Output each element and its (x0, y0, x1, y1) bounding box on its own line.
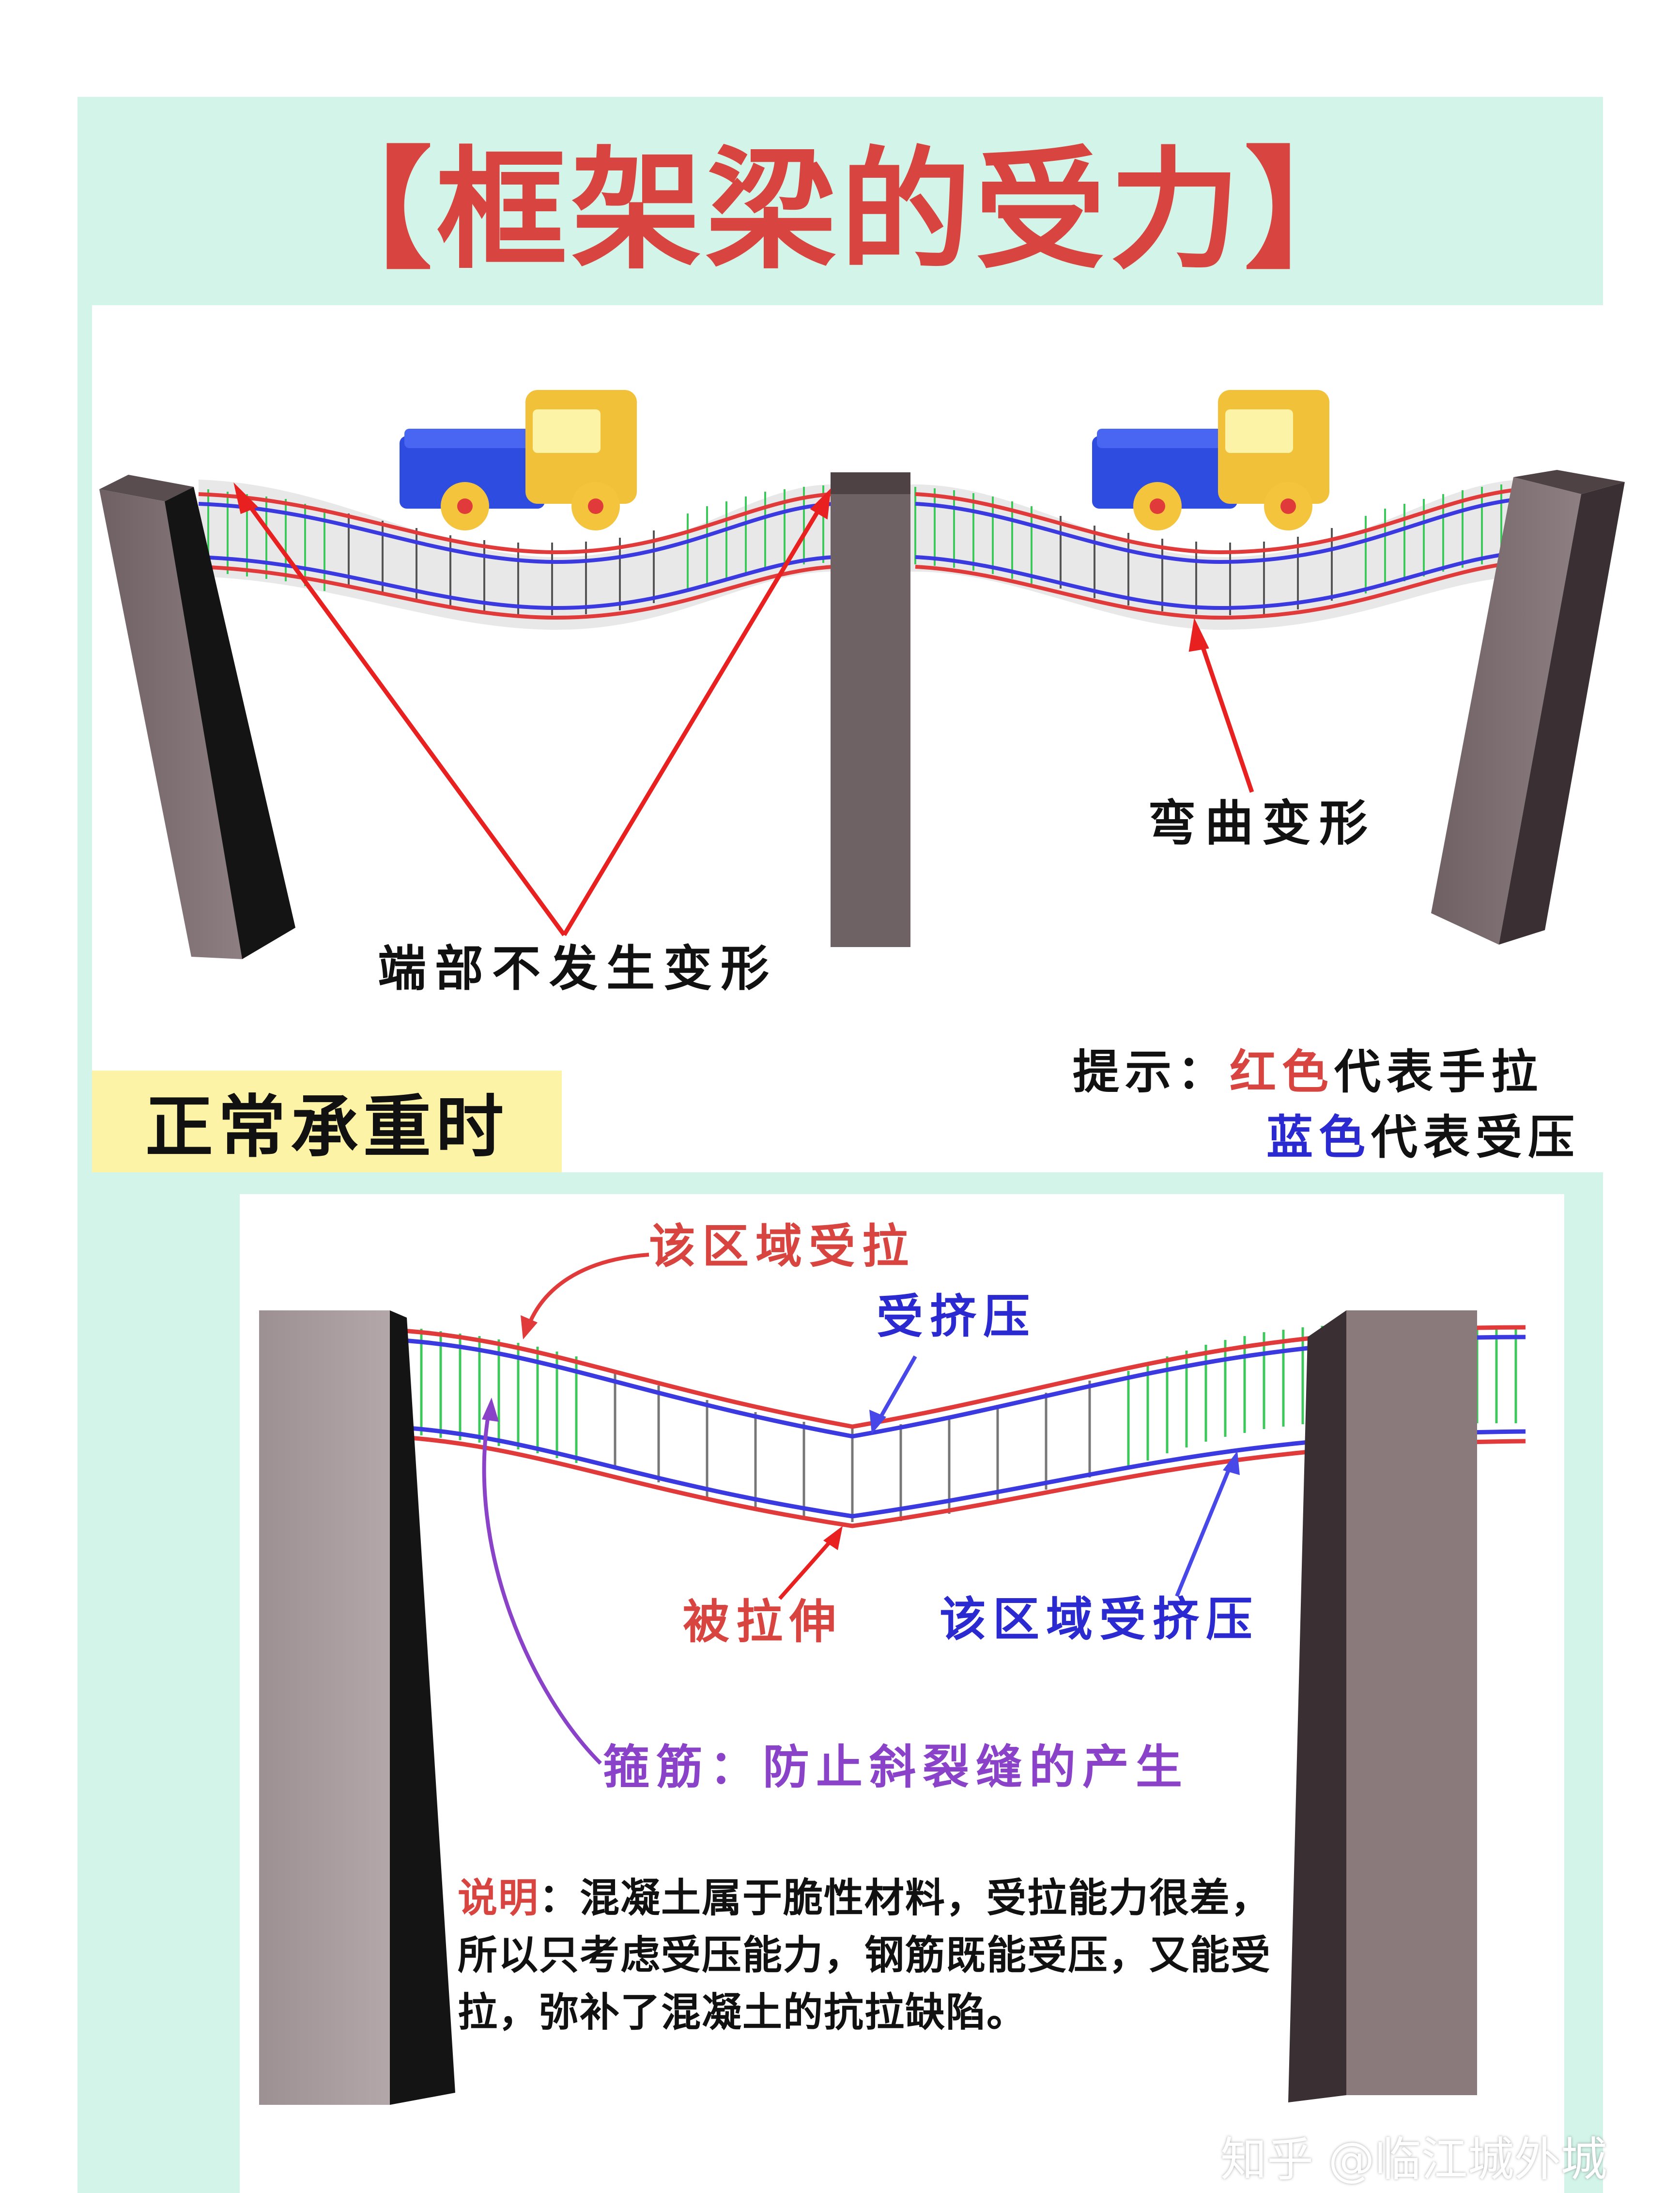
explanation-note: 说明：混凝土属于脆性材料，受拉能力很差，所以只考虑受压能力，钢筋既能受压，又能受… (458, 1870, 1291, 2041)
stirrups-span1 (348, 513, 655, 615)
label-bending: 弯曲变形 (1148, 795, 1376, 852)
badge-normal-load: 正常承重时 (92, 1071, 562, 1172)
hint-line-blue: 蓝色代表受压 (1266, 1114, 1580, 1161)
arrows-end-no-deform (233, 482, 1254, 936)
rebar2-top-red (387, 1325, 1526, 1429)
label-stretched: 被拉伸 (683, 1595, 843, 1649)
rebar-top-blue-2 (915, 497, 1521, 564)
rebar-bot-blue-2 (915, 550, 1521, 610)
hint-blue-rest: 代表受压 (1371, 1110, 1580, 1165)
label-stirrup: 箍筋：防止斜裂缝的产生 (603, 1740, 1189, 1794)
rebar-bot-blue-1 (198, 555, 833, 610)
label-tension-zone: 该区域受拉 (649, 1219, 915, 1274)
hint-prefix: 提示： (1073, 1045, 1230, 1099)
arrow-tension-zone (526, 1253, 649, 1328)
arrow-stirrup (482, 1409, 602, 1765)
rebar-bot-red-2 (915, 560, 1521, 620)
stirrups-green-1 (207, 484, 1502, 593)
truck-2 (1092, 390, 1329, 530)
hint-blue-word: 蓝色 (1266, 1110, 1371, 1165)
arrow-compression-zone (1175, 1460, 1234, 1597)
label-compressed: 受挤压 (877, 1290, 1036, 1344)
watermark: 知乎 @临江城外城 (1220, 2132, 1607, 2187)
arrow-stretched (778, 1534, 837, 1600)
note-text: ：混凝土属于脆性材料，受拉能力很差，所以只考虑受压能力，钢筋既能受压，又能受拉，… (458, 1875, 1272, 2036)
column-left-1 (99, 475, 295, 959)
label-compression-zone: 该区域受挤压 (940, 1592, 1259, 1647)
stirrups-gray-middle (614, 1371, 1091, 1522)
page-title: 【框架梁的受力】 (302, 134, 1379, 287)
hint-red-word: 红色 (1230, 1045, 1334, 1099)
rebar-top-red-1 (198, 492, 833, 555)
rebar2-bot-red (387, 1434, 1526, 1528)
rebar2-bot-blue (387, 1424, 1526, 1519)
hint-red-rest: 代表手拉 (1334, 1045, 1543, 1099)
rebar-top-blue-1 (198, 502, 833, 564)
label-ends-no-deform: 端部不发生变形 (378, 940, 778, 997)
rebar2-top-blue (387, 1335, 1526, 1439)
column-mid-1 (831, 472, 910, 947)
column-right-1 (1431, 470, 1625, 945)
hint-line-red: 提示：红色代表手拉 (1073, 1049, 1543, 1095)
column-left-2 (259, 1310, 455, 2105)
column-right-2 (1288, 1310, 1477, 2102)
arrow-compressed (875, 1355, 917, 1425)
rebar-top-red-2 (915, 487, 1521, 555)
rebar-bot-red-1 (198, 565, 833, 620)
note-key: 说明 (458, 1875, 539, 1921)
truck-1 (400, 390, 637, 530)
stirrups-span2 (1060, 516, 1333, 615)
